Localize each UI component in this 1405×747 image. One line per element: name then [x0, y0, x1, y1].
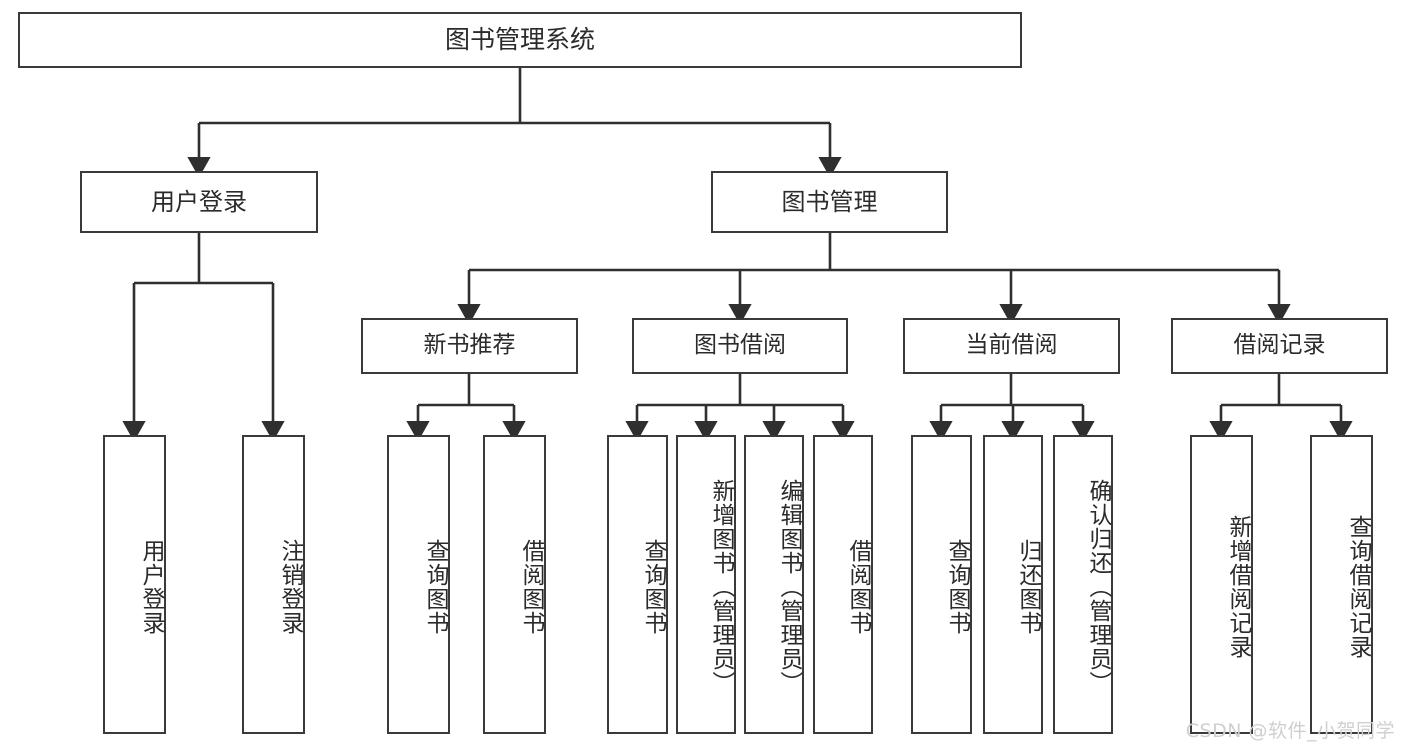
- leaf-query-book-newbook[interactable]: 查询图书: [387, 435, 450, 734]
- leaf-add-borrow-record[interactable]: 新增借阅记录: [1190, 435, 1253, 734]
- leaf-confirm-return-admin[interactable]: 确认归还（管理员）: [1053, 435, 1113, 734]
- node-user-login[interactable]: 用户登录: [80, 171, 318, 233]
- node-root-label: 图书管理系统: [444, 25, 595, 55]
- leaf-query-book-current[interactable]: 查询图书: [911, 435, 972, 734]
- leaf-confirm-return-admin-label: 确认归还（管理员）: [1085, 478, 1111, 695]
- node-root[interactable]: 图书管理系统: [18, 12, 1022, 68]
- leaf-query-borrow-record-label: 查询借阅记录: [1345, 514, 1371, 659]
- leaf-borrow-book-newbook-label: 借阅图书: [518, 538, 544, 635]
- node-book-borrow[interactable]: 图书借阅: [632, 318, 848, 374]
- leaf-query-book-borrow[interactable]: 查询图书: [607, 435, 668, 734]
- leaf-query-book-borrow-label: 查询图书: [640, 538, 666, 635]
- leaf-query-book-newbook-label: 查询图书: [422, 538, 448, 635]
- leaf-edit-book-admin-label: 编辑图书（管理员）: [776, 478, 802, 695]
- node-book-borrow-label: 图书借阅: [694, 332, 786, 359]
- node-borrow-record[interactable]: 借阅记录: [1171, 318, 1388, 374]
- leaf-borrow-book-borrow[interactable]: 借阅图书: [813, 435, 873, 734]
- leaf-user-login[interactable]: 用户登录: [103, 435, 166, 734]
- node-book-management[interactable]: 图书管理: [711, 171, 948, 233]
- leaf-return-book[interactable]: 归还图书: [983, 435, 1043, 734]
- leaf-borrow-book-borrow-label: 借阅图书: [845, 538, 871, 635]
- node-current-borrow[interactable]: 当前借阅: [903, 318, 1120, 374]
- leaf-add-book-admin[interactable]: 新增图书（管理员）: [676, 435, 736, 734]
- leaf-return-book-label: 归还图书: [1015, 538, 1041, 635]
- leaf-query-book-current-label: 查询图书: [944, 538, 970, 635]
- leaf-add-borrow-record-label: 新增借阅记录: [1225, 514, 1251, 659]
- leaf-user-login-label: 用户登录: [138, 538, 164, 635]
- node-new-book-recommendation[interactable]: 新书推荐: [361, 318, 578, 374]
- node-book-management-label: 图书管理: [781, 187, 878, 216]
- leaf-logout[interactable]: 注销登录: [242, 435, 305, 734]
- leaf-borrow-book-newbook[interactable]: 借阅图书: [483, 435, 546, 734]
- leaf-query-borrow-record[interactable]: 查询借阅记录: [1310, 435, 1373, 734]
- leaf-add-book-admin-label: 新增图书（管理员）: [708, 478, 734, 695]
- leaf-edit-book-admin[interactable]: 编辑图书（管理员）: [744, 435, 804, 734]
- node-user-login-label: 用户登录: [151, 187, 247, 216]
- leaf-logout-label: 注销登录: [277, 538, 303, 635]
- node-borrow-record-label: 借阅记录: [1233, 332, 1326, 359]
- node-current-borrow-label: 当前借阅: [965, 332, 1058, 359]
- watermark: CSDN @软件_小贺同学: [1185, 720, 1395, 742]
- node-new-book-recommendation-label: 新书推荐: [423, 332, 516, 359]
